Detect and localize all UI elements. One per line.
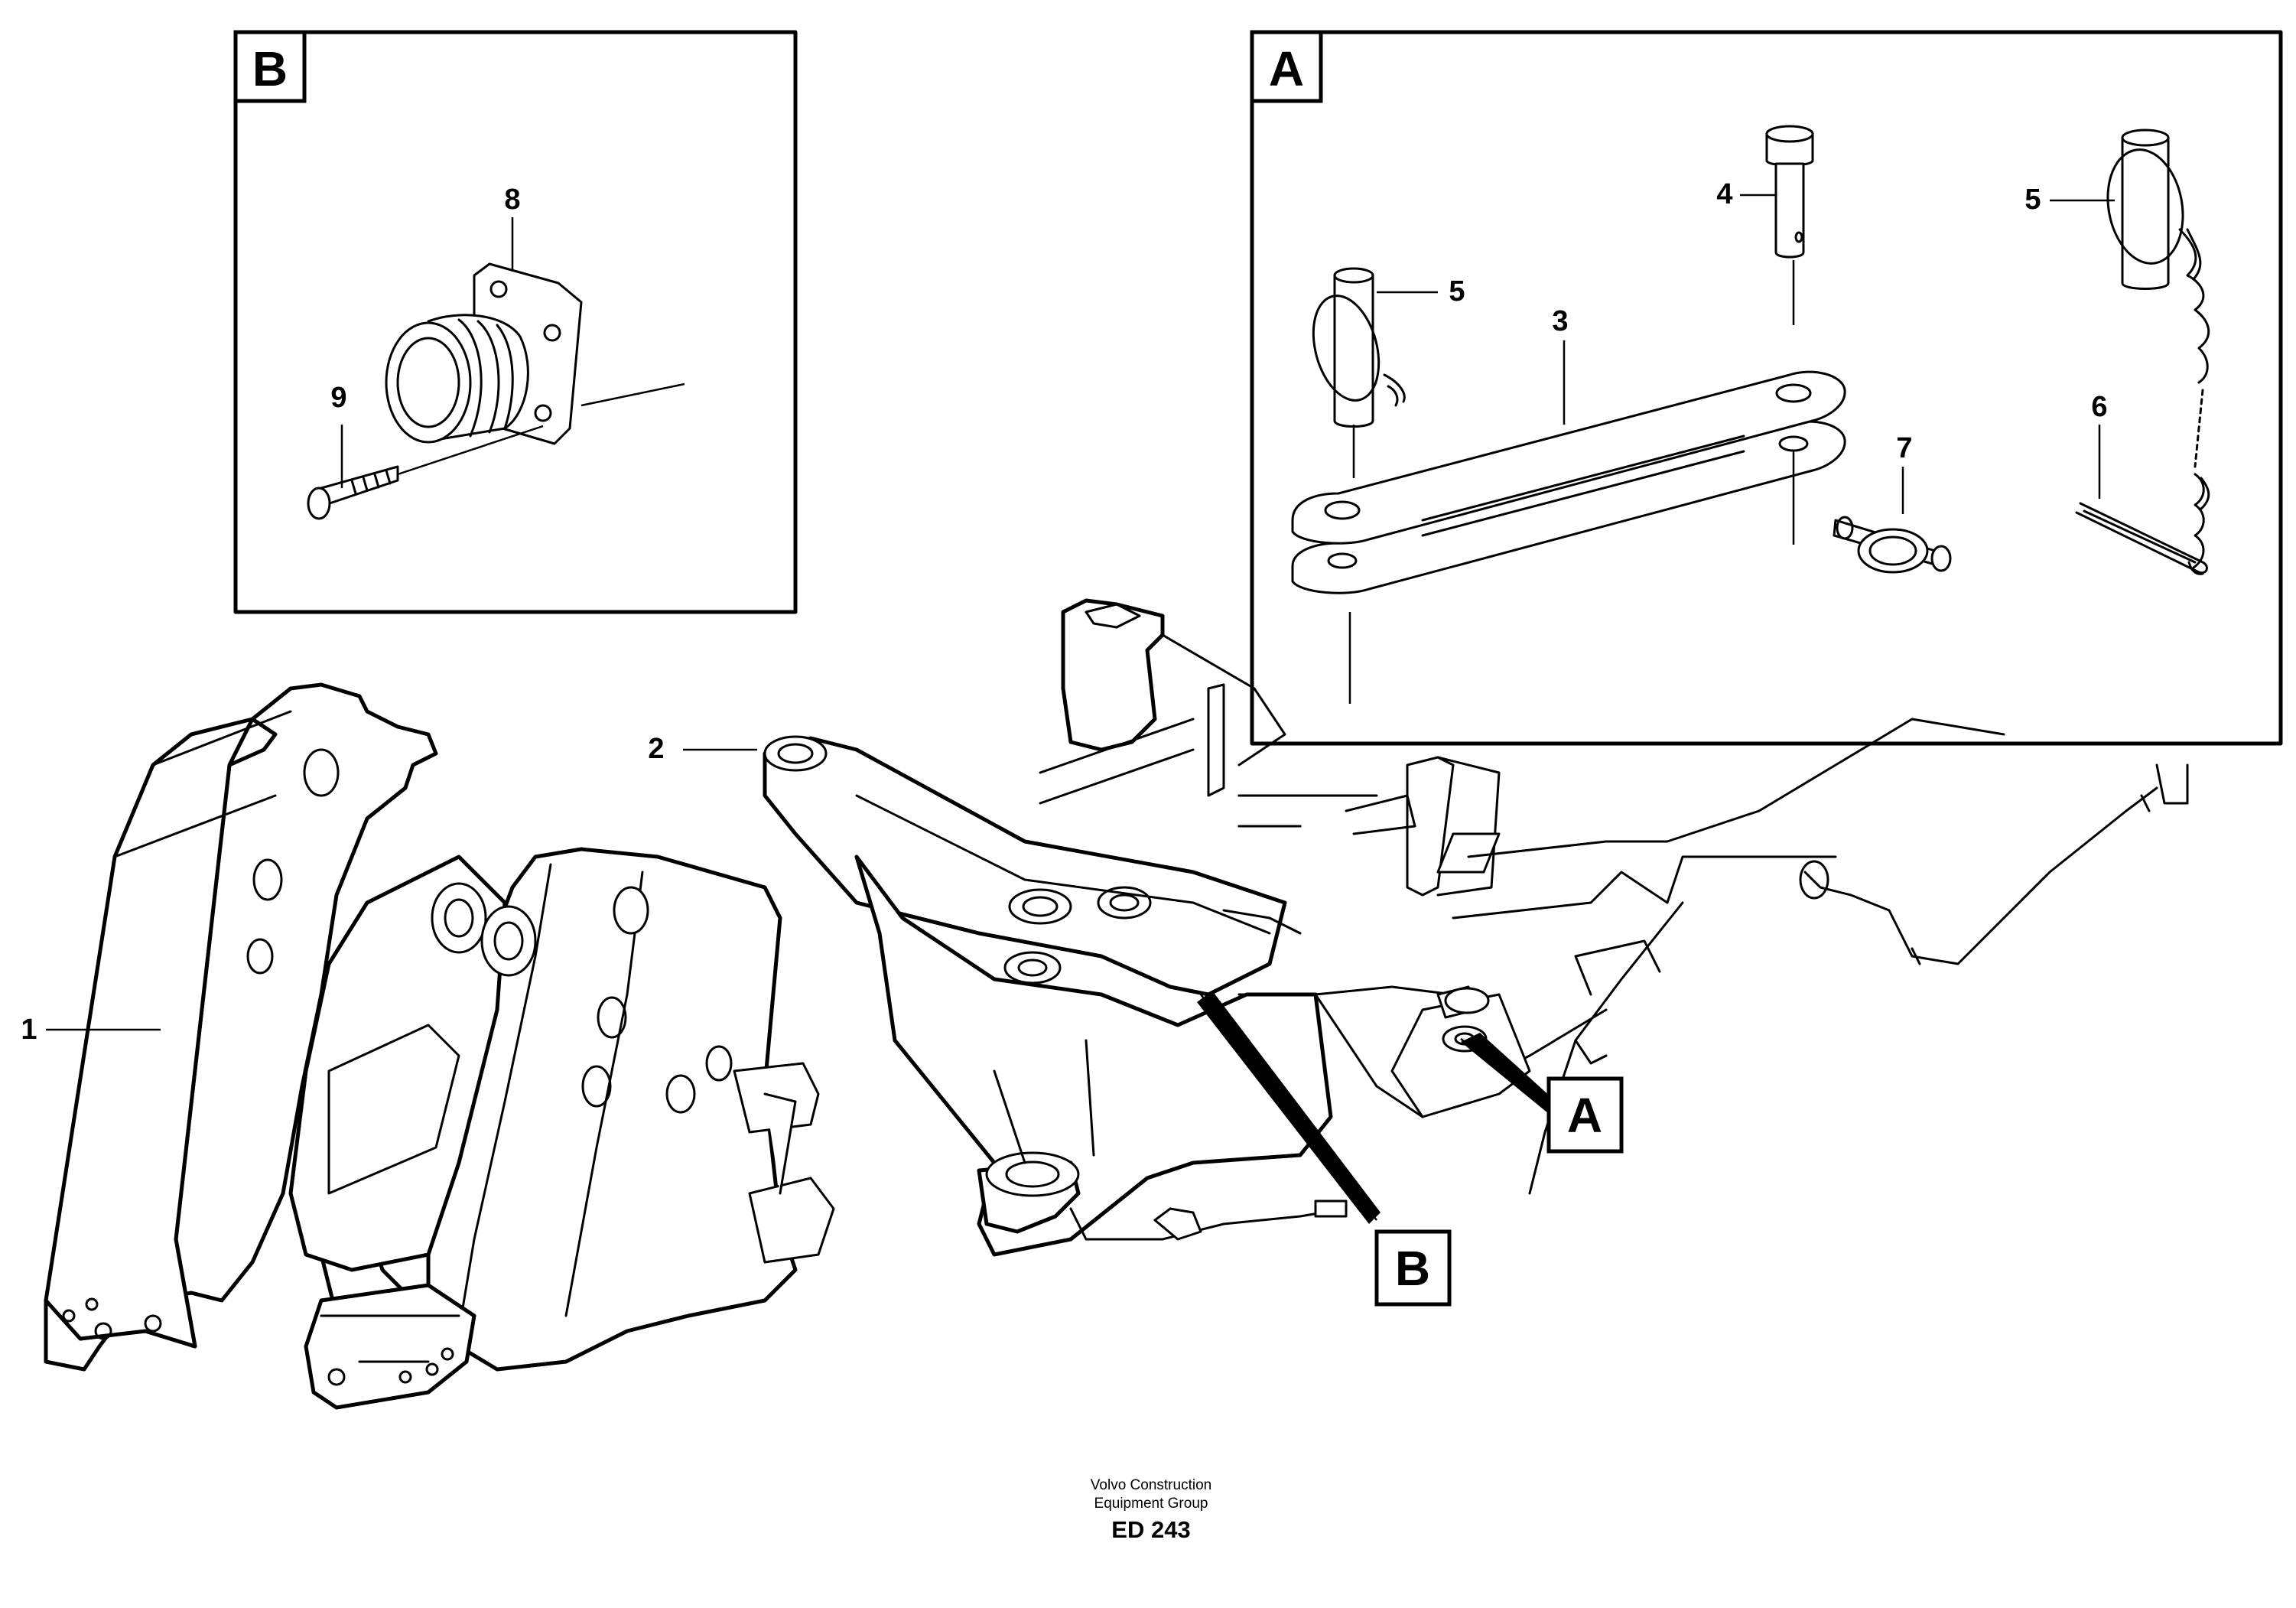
part-number-6: 6 bbox=[2091, 391, 2107, 423]
screw bbox=[307, 425, 544, 520]
part-number-2: 2 bbox=[648, 733, 664, 765]
detail-box-a-letter: A bbox=[1269, 41, 1304, 96]
callout-b: B bbox=[1197, 991, 1452, 1307]
part-number-8: 8 bbox=[504, 184, 520, 216]
part-number-3: 3 bbox=[1552, 305, 1568, 337]
lynch-pin-7 bbox=[1833, 516, 1952, 574]
link-bar bbox=[1291, 370, 1846, 704]
footer-code: ED 243 bbox=[1111, 1516, 1190, 1543]
pin-4 bbox=[1765, 125, 1814, 325]
front-frame bbox=[44, 682, 835, 1410]
footer-line-1: Volvo Construction bbox=[1091, 1477, 1211, 1493]
callout-a: A bbox=[1460, 1033, 1624, 1154]
part-number-9: 9 bbox=[330, 382, 346, 414]
detail-box-b-letter: B bbox=[252, 41, 288, 96]
callout-a-letter: A bbox=[1567, 1088, 1602, 1143]
part-number-5-right: 5 bbox=[2024, 184, 2041, 216]
callout-b-letter: B bbox=[1395, 1241, 1430, 1296]
part-number-7: 7 bbox=[1896, 432, 1912, 464]
part-number-1: 1 bbox=[21, 1014, 37, 1046]
rear-frame bbox=[763, 598, 2189, 1257]
footer-line-2: Equipment Group bbox=[1094, 1496, 1208, 1512]
part-number-4: 4 bbox=[1716, 178, 1732, 210]
flange-bushing bbox=[385, 262, 685, 445]
lock-pin-5-left bbox=[1312, 267, 1406, 478]
cotter-pin-6 bbox=[2075, 473, 2210, 575]
lock-pin-5-right bbox=[2106, 129, 2210, 468]
detail-box-a: A bbox=[1250, 30, 2283, 746]
detail-box-b: B 8 9 bbox=[233, 30, 798, 614]
part-number-5-left: 5 bbox=[1449, 275, 1465, 308]
